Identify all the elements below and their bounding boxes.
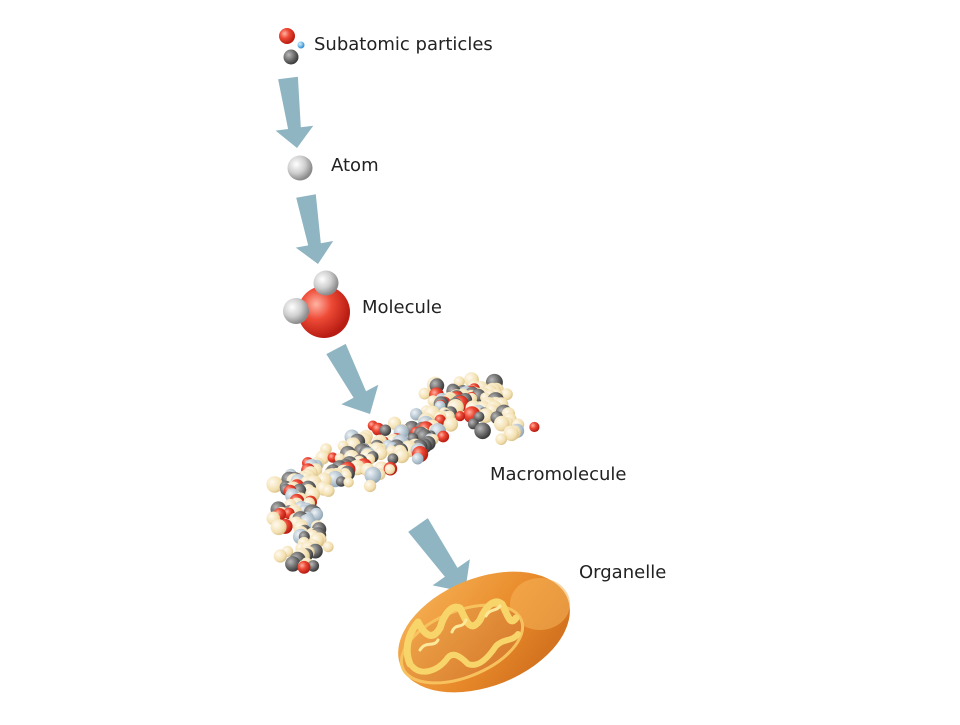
arrow-macromolecule-to-organelle <box>408 518 470 592</box>
label-macromolecule: Macromolecule <box>490 464 627 485</box>
label-subatomic-particles: Subatomic particles <box>314 34 493 55</box>
macromolecule-icon <box>266 372 540 574</box>
arrow-molecule-to-macromolecule <box>326 343 379 414</box>
label-molecule: Molecule <box>362 297 442 318</box>
label-organelle: Organelle <box>579 562 667 583</box>
flow-arrows <box>275 76 470 592</box>
molecule-icon <box>283 270 350 338</box>
atom-icon <box>287 155 313 181</box>
arrow-subatomic-to-atom <box>275 76 314 148</box>
subatomic-particles-icon <box>279 28 305 65</box>
organelle-icon <box>398 571 570 693</box>
label-atom: Atom <box>331 155 379 176</box>
arrow-atom-to-molecule <box>295 194 334 264</box>
